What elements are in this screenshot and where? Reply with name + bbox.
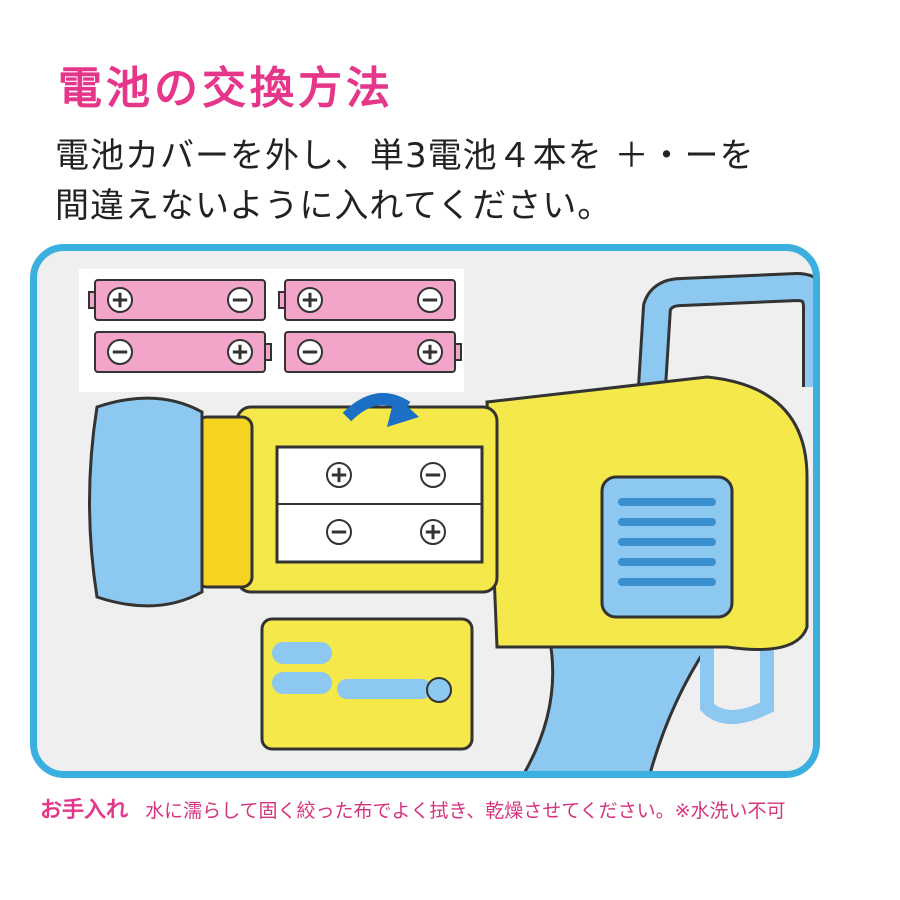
battery-2 bbox=[278, 279, 456, 321]
care-instructions: お手入れ 水に濡らして固く絞った布でよく拭き、乾燥させてください。※水洗い不可 bbox=[40, 792, 786, 824]
battery-1 bbox=[88, 279, 266, 321]
instruction-line-2: 間違えないように入れてください。 bbox=[55, 186, 613, 226]
gun-handle bbox=[640, 275, 813, 388]
instruction-line-1: 電池カバーを外し、単3電池４本を ＋・ーを bbox=[55, 136, 755, 176]
care-label: お手入れ bbox=[40, 798, 129, 823]
battery-3 bbox=[94, 331, 272, 373]
gun-grip bbox=[523, 625, 710, 771]
water-gun-illustration bbox=[79, 269, 813, 771]
trigger-guard bbox=[700, 627, 774, 724]
illustration-panel bbox=[30, 244, 820, 778]
nozzle bbox=[88, 396, 204, 608]
care-text: 水に濡らして固く絞った布でよく拭き、乾燥させてください。※水洗い不可 bbox=[145, 800, 786, 822]
page-title: 電池の交換方法 bbox=[58, 63, 394, 114]
battery-4 bbox=[284, 331, 462, 373]
barrel-ring bbox=[195, 415, 254, 589]
